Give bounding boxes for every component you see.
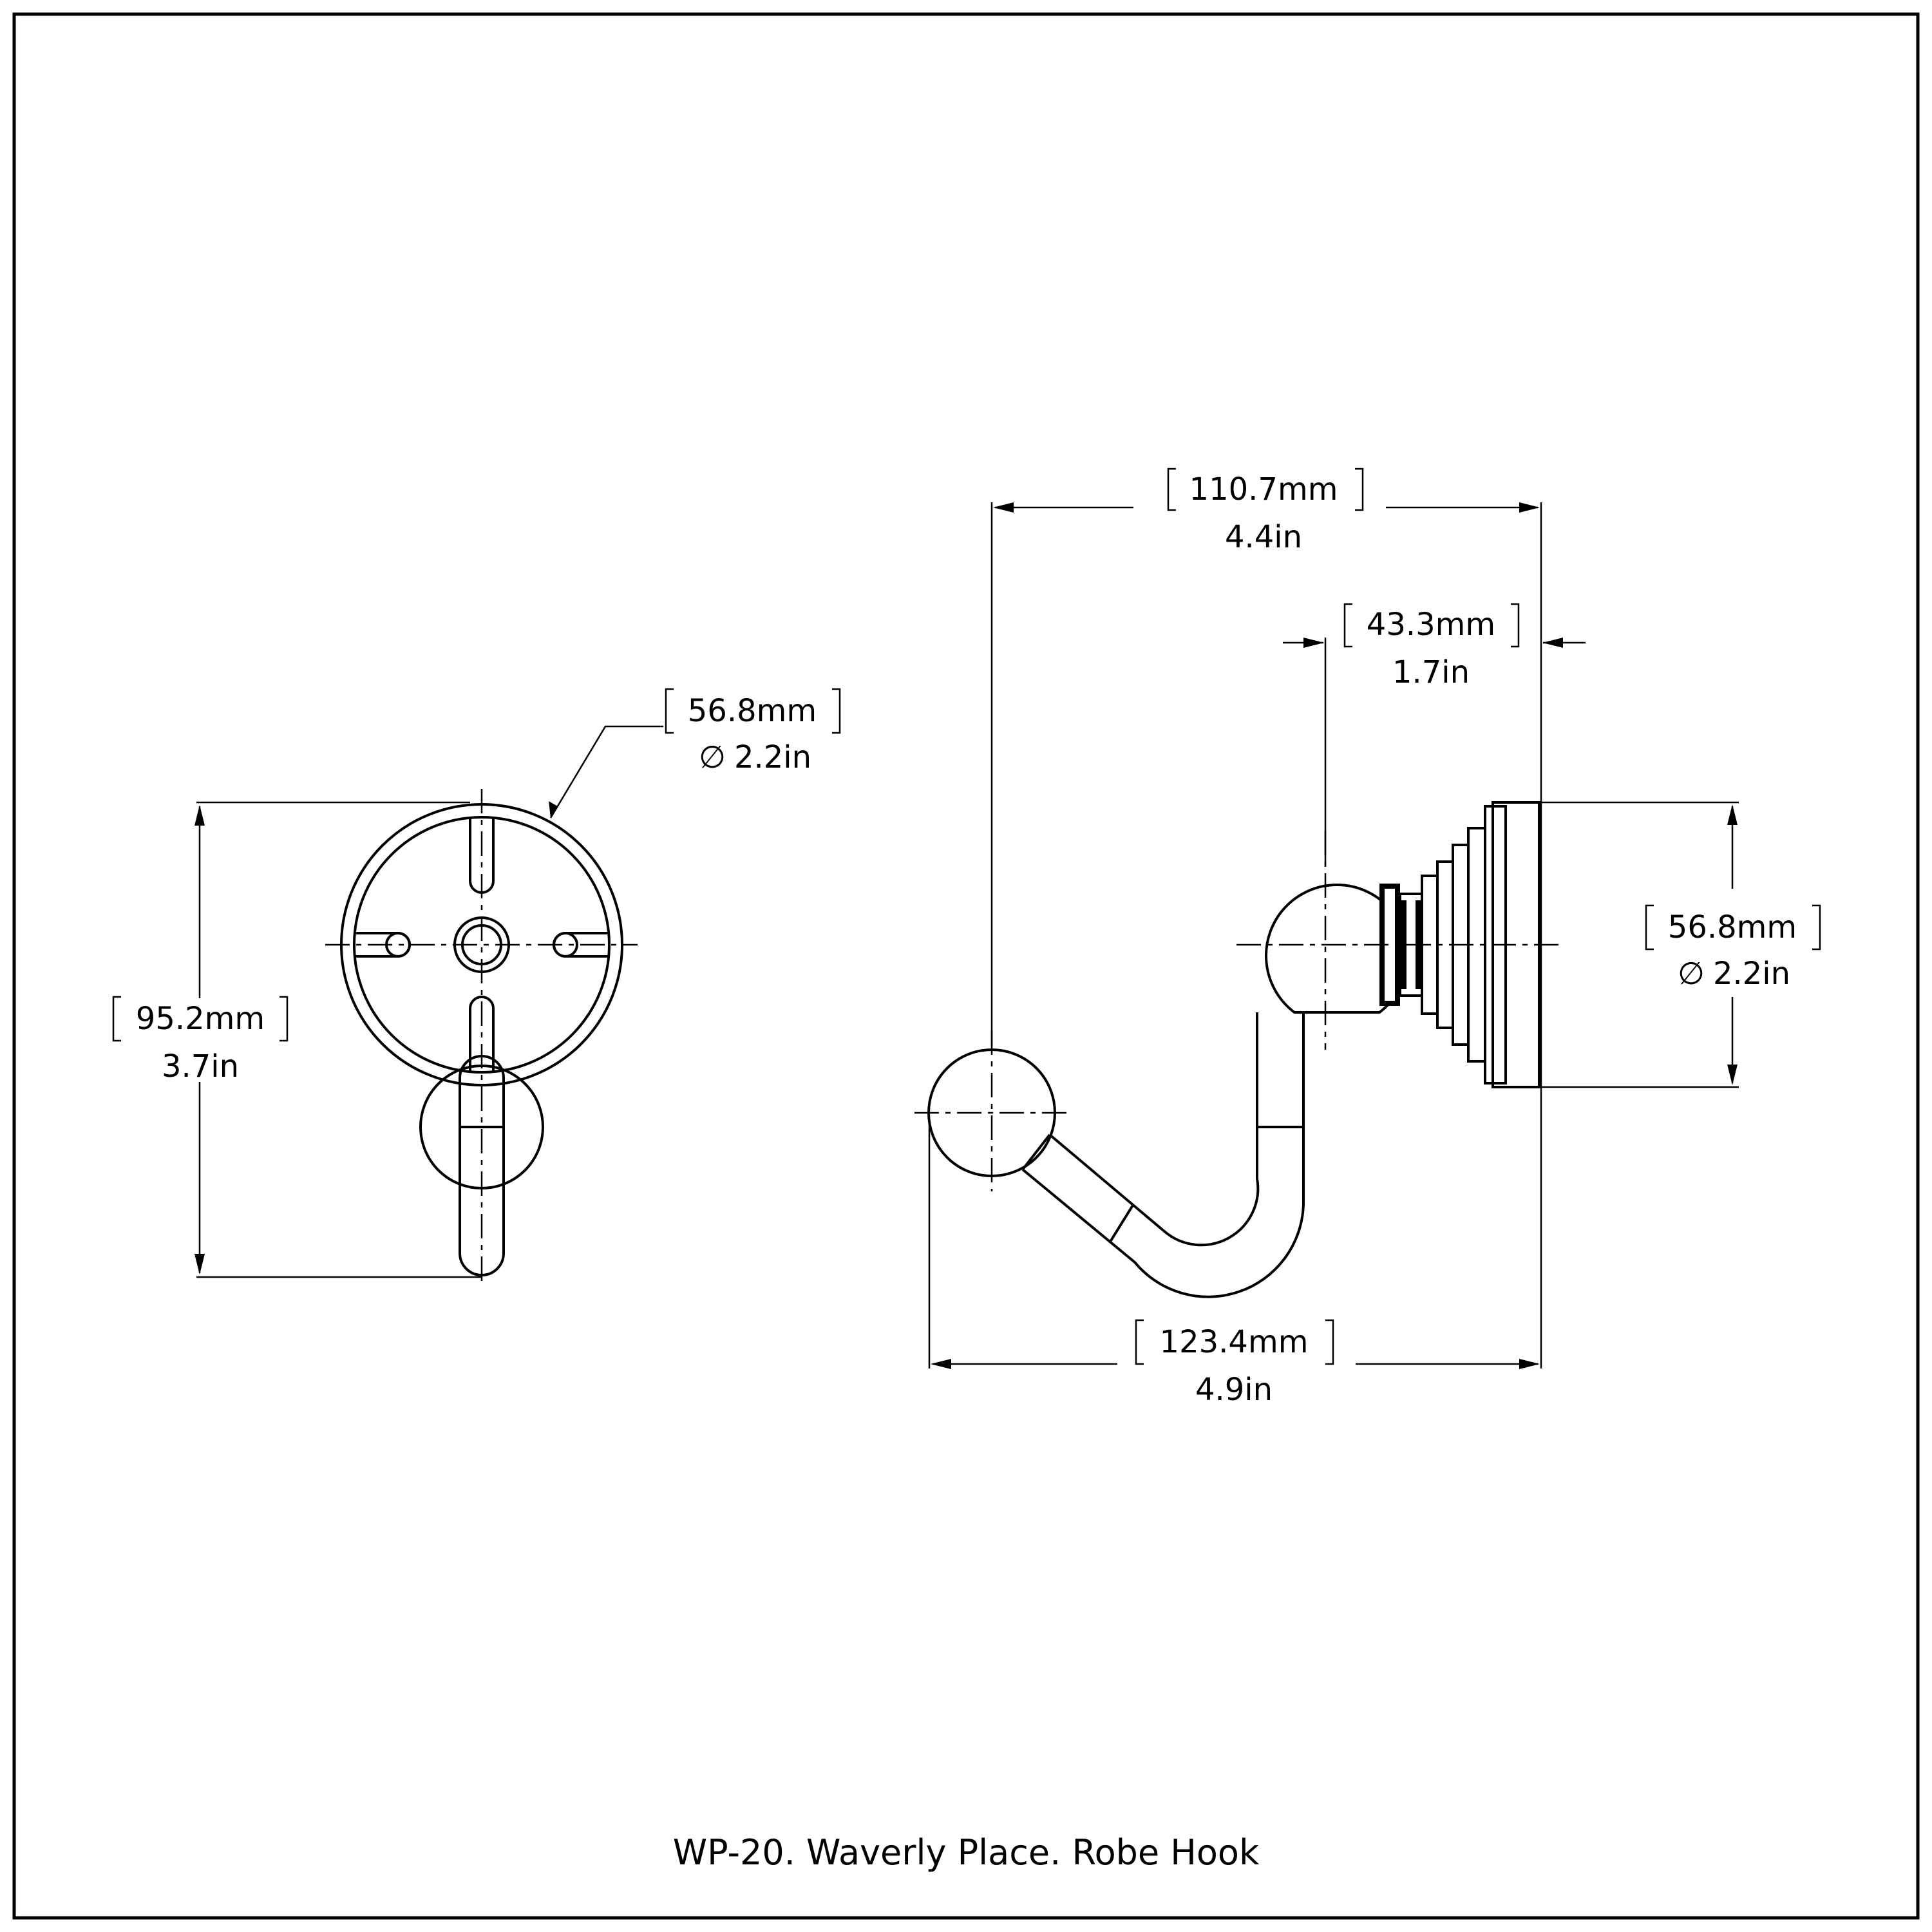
- side-bottom-overall-label: 123.4mm 4.9in: [1135, 1319, 1334, 1408]
- side-bottom-overall-mm: 123.4mm: [1160, 1324, 1309, 1360]
- front-diameter-label: 56.8mm ∅ 2.2in: [665, 688, 841, 775]
- side-top-overall-in: 4.4in: [1225, 519, 1302, 555]
- front-rosette-inner: [353, 816, 611, 1074]
- diameter-symbol: ∅: [699, 739, 726, 775]
- side-bottom-overall-in: 4.9in: [1195, 1372, 1273, 1408]
- side-top-overall-label: 110.7mm 4.4in: [1167, 468, 1364, 555]
- front-diameter-in: 2.2in: [734, 739, 811, 775]
- diameter-symbol: ∅: [1678, 956, 1705, 992]
- front-height-label: 95.2mm 3.7in: [112, 996, 289, 1084]
- side-hook-arm: [1021, 1012, 1305, 1298]
- front-diameter-mm: 56.8mm: [688, 693, 817, 729]
- side-base-depth-mm: 43.3mm: [1367, 607, 1495, 643]
- front-view: [194, 725, 663, 1282]
- front-diameter-leader: [549, 725, 663, 819]
- drawing-caption: WP-20. Waverly Place. Robe Hook: [673, 1832, 1260, 1873]
- drawing-border: [12, 12, 1920, 1920]
- side-diameter-in: 2.2in: [1713, 956, 1790, 992]
- side-view: [914, 502, 1739, 1369]
- side-base-depth-in: 1.7in: [1392, 654, 1470, 690]
- side-top-overall-mm: 110.7mm: [1189, 471, 1338, 507]
- side-diameter-mm: 56.8mm: [1668, 909, 1797, 945]
- side-base-depth-label: 43.3mm 1.7in: [1343, 603, 1520, 690]
- front-height-in: 3.7in: [162, 1048, 239, 1084]
- front-height-mm: 95.2mm: [136, 1001, 265, 1037]
- side-diameter-label: 56.8mm ∅ 2.2in: [1645, 904, 1821, 992]
